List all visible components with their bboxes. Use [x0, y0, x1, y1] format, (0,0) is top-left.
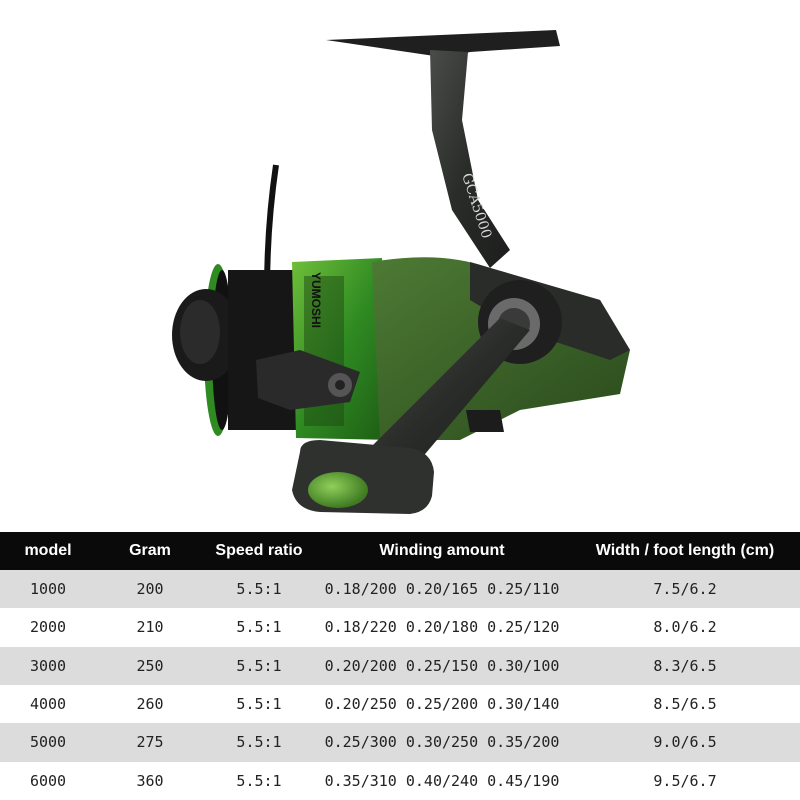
cell-speed-ratio: 5.5:1 [204, 646, 314, 685]
cell-gram: 200 [96, 570, 204, 609]
cell-speed-ratio: 5.5:1 [204, 570, 314, 609]
header-winding-amount: Winding amount [314, 532, 570, 570]
cell-model: 6000 [0, 761, 96, 800]
spec-table: model Gram Speed ratio Winding amount Wi… [0, 532, 800, 800]
cell-model: 3000 [0, 646, 96, 685]
cell-gram: 275 [96, 723, 204, 762]
brand-text: YUMOSHI [309, 272, 323, 328]
cell-winding-amount: 0.20/200 0.25/150 0.30/100 [314, 646, 570, 685]
reel-foot [326, 30, 560, 58]
table-row: 1000 200 5.5:1 0.18/200 0.20/165 0.25/11… [0, 570, 800, 609]
cell-width-foot-length: 8.0/6.2 [570, 608, 800, 647]
cell-model: 1000 [0, 570, 96, 609]
cell-winding-amount: 0.20/250 0.25/200 0.30/140 [314, 684, 570, 724]
header-gram: Gram [96, 532, 204, 570]
anti-reverse-lever [466, 410, 504, 432]
cell-winding-amount: 0.18/220 0.20/180 0.25/120 [314, 608, 570, 647]
cell-winding-amount: 0.18/200 0.20/165 0.25/110 [314, 570, 570, 609]
cell-width-foot-length: 9.0/6.5 [570, 723, 800, 762]
table-header-row: model Gram Speed ratio Winding amount Wi… [0, 532, 800, 570]
table-row: 6000 360 5.5:1 0.35/310 0.40/240 0.45/19… [0, 761, 800, 800]
cell-model: 5000 [0, 723, 96, 762]
cell-width-foot-length: 7.5/6.2 [570, 570, 800, 609]
handle-arm [370, 318, 530, 470]
table-row: 2000 210 5.5:1 0.18/220 0.20/180 0.25/12… [0, 608, 800, 647]
header-model: model [0, 532, 96, 570]
header-width-foot-length: Width / foot length (cm) [570, 532, 800, 570]
table-row: 3000 250 5.5:1 0.20/200 0.25/150 0.30/10… [0, 646, 800, 685]
cell-model: 2000 [0, 608, 96, 647]
table-row: 4000 260 5.5:1 0.20/250 0.25/200 0.30/14… [0, 684, 800, 724]
reel-stem [430, 50, 510, 268]
cell-gram: 360 [96, 761, 204, 800]
cell-speed-ratio: 5.5:1 [204, 723, 314, 762]
cell-width-foot-length: 8.3/6.5 [570, 646, 800, 685]
cell-winding-amount: 0.35/310 0.40/240 0.45/190 [314, 761, 570, 800]
handle-knob [292, 440, 434, 514]
cell-gram: 210 [96, 608, 204, 647]
header-speed-ratio: Speed ratio [204, 532, 314, 570]
cell-speed-ratio: 5.5:1 [204, 608, 314, 647]
cell-speed-ratio: 5.5:1 [204, 761, 314, 800]
cell-width-foot-length: 9.5/6.7 [570, 761, 800, 800]
table-row: 5000 275 5.5:1 0.25/300 0.30/250 0.35/20… [0, 723, 800, 762]
cell-gram: 260 [96, 684, 204, 724]
cell-width-foot-length: 8.5/6.5 [570, 684, 800, 724]
cell-model: 4000 [0, 684, 96, 724]
cell-winding-amount: 0.25/300 0.30/250 0.35/200 [314, 723, 570, 762]
product-image: GCA5000 YUMOSHI [172, 30, 630, 514]
spinning-reel-illustration: GCA5000 YUMOSHI [172, 30, 630, 514]
cell-speed-ratio: 5.5:1 [204, 684, 314, 724]
cell-gram: 250 [96, 646, 204, 685]
